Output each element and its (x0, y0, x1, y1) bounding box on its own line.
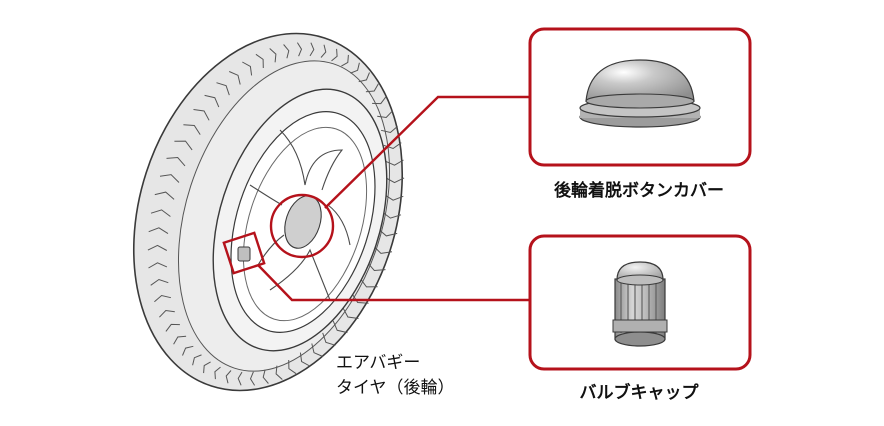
tread-groove (214, 366, 221, 380)
tread-groove (203, 361, 211, 374)
tread-groove (147, 244, 168, 251)
tread-groove (383, 193, 404, 201)
tread-groove (193, 109, 210, 121)
tread-groove (331, 48, 338, 62)
valve-callout-square (222, 231, 266, 275)
tread-groove (299, 352, 310, 367)
valve-stem (237, 246, 251, 262)
leader-line-button-cover (324, 95, 530, 209)
tread-groove (351, 293, 369, 304)
tread-groove (165, 323, 180, 332)
tread-groove (216, 82, 230, 96)
tread-groove (225, 370, 232, 384)
tread-groove (384, 177, 405, 184)
tread-groove (365, 83, 379, 93)
tread-groove (255, 53, 264, 69)
valve-cap-label: バルブキャップ (579, 383, 699, 403)
tread-groove (384, 159, 404, 166)
tread-groove (377, 110, 393, 119)
valve-cap-icon (612, 261, 668, 347)
tread-groove (148, 262, 168, 269)
tread-groove (249, 371, 256, 386)
tread-groove (269, 48, 277, 63)
tread-groove (150, 278, 169, 286)
tread-groove (182, 345, 194, 356)
tread-groove (204, 94, 220, 108)
tread-groove (311, 343, 323, 357)
tread-groove (154, 294, 172, 303)
tread-groove (159, 174, 180, 183)
tread-groove (381, 211, 402, 219)
tread-pattern (147, 42, 405, 386)
tread-groove (275, 365, 283, 380)
tread-groove (242, 61, 253, 76)
tread-groove (229, 71, 241, 85)
tread-groove (262, 369, 269, 384)
button-cap-icon (579, 59, 701, 128)
tire-label-line2: タイヤ（後輪） (336, 378, 455, 398)
tread-groove (309, 42, 315, 57)
wheel-rim-inner (242, 126, 368, 322)
button-cover-label: 後輪着脱ボタンカバー (554, 181, 724, 201)
tread-groove (288, 359, 297, 375)
hub-callout-circle (269, 193, 335, 259)
tread-groove (372, 96, 387, 105)
tread-groove (358, 72, 370, 83)
tread-groove (183, 124, 201, 135)
tire-label: エアバギー タイヤ（後輪） (336, 351, 455, 401)
tread-groove (159, 309, 175, 318)
tread-groove (166, 156, 186, 167)
tread-groove (296, 42, 303, 57)
tire-illustration (132, 32, 405, 392)
tread-groove (342, 307, 359, 319)
tread-groove (320, 44, 327, 58)
tread-groove (192, 354, 202, 366)
tread-groove (150, 209, 171, 217)
tread-groove (174, 140, 193, 151)
tread-groove (173, 335, 187, 345)
tire-label-line1: エアバギー (336, 353, 421, 373)
callout-lines (222, 95, 530, 302)
tread-groove (148, 227, 169, 235)
tread-groove (380, 125, 398, 134)
tread-groove (350, 62, 360, 74)
tread-groove (322, 332, 336, 346)
tread-groove (359, 277, 378, 288)
leader-line-valve-cap (257, 264, 530, 302)
tread-groove (366, 261, 386, 272)
tread-groove (283, 44, 290, 59)
tread-groove (332, 320, 348, 334)
tread-groove (237, 371, 243, 386)
tread-groove (154, 191, 175, 200)
tread-groove (341, 54, 349, 67)
